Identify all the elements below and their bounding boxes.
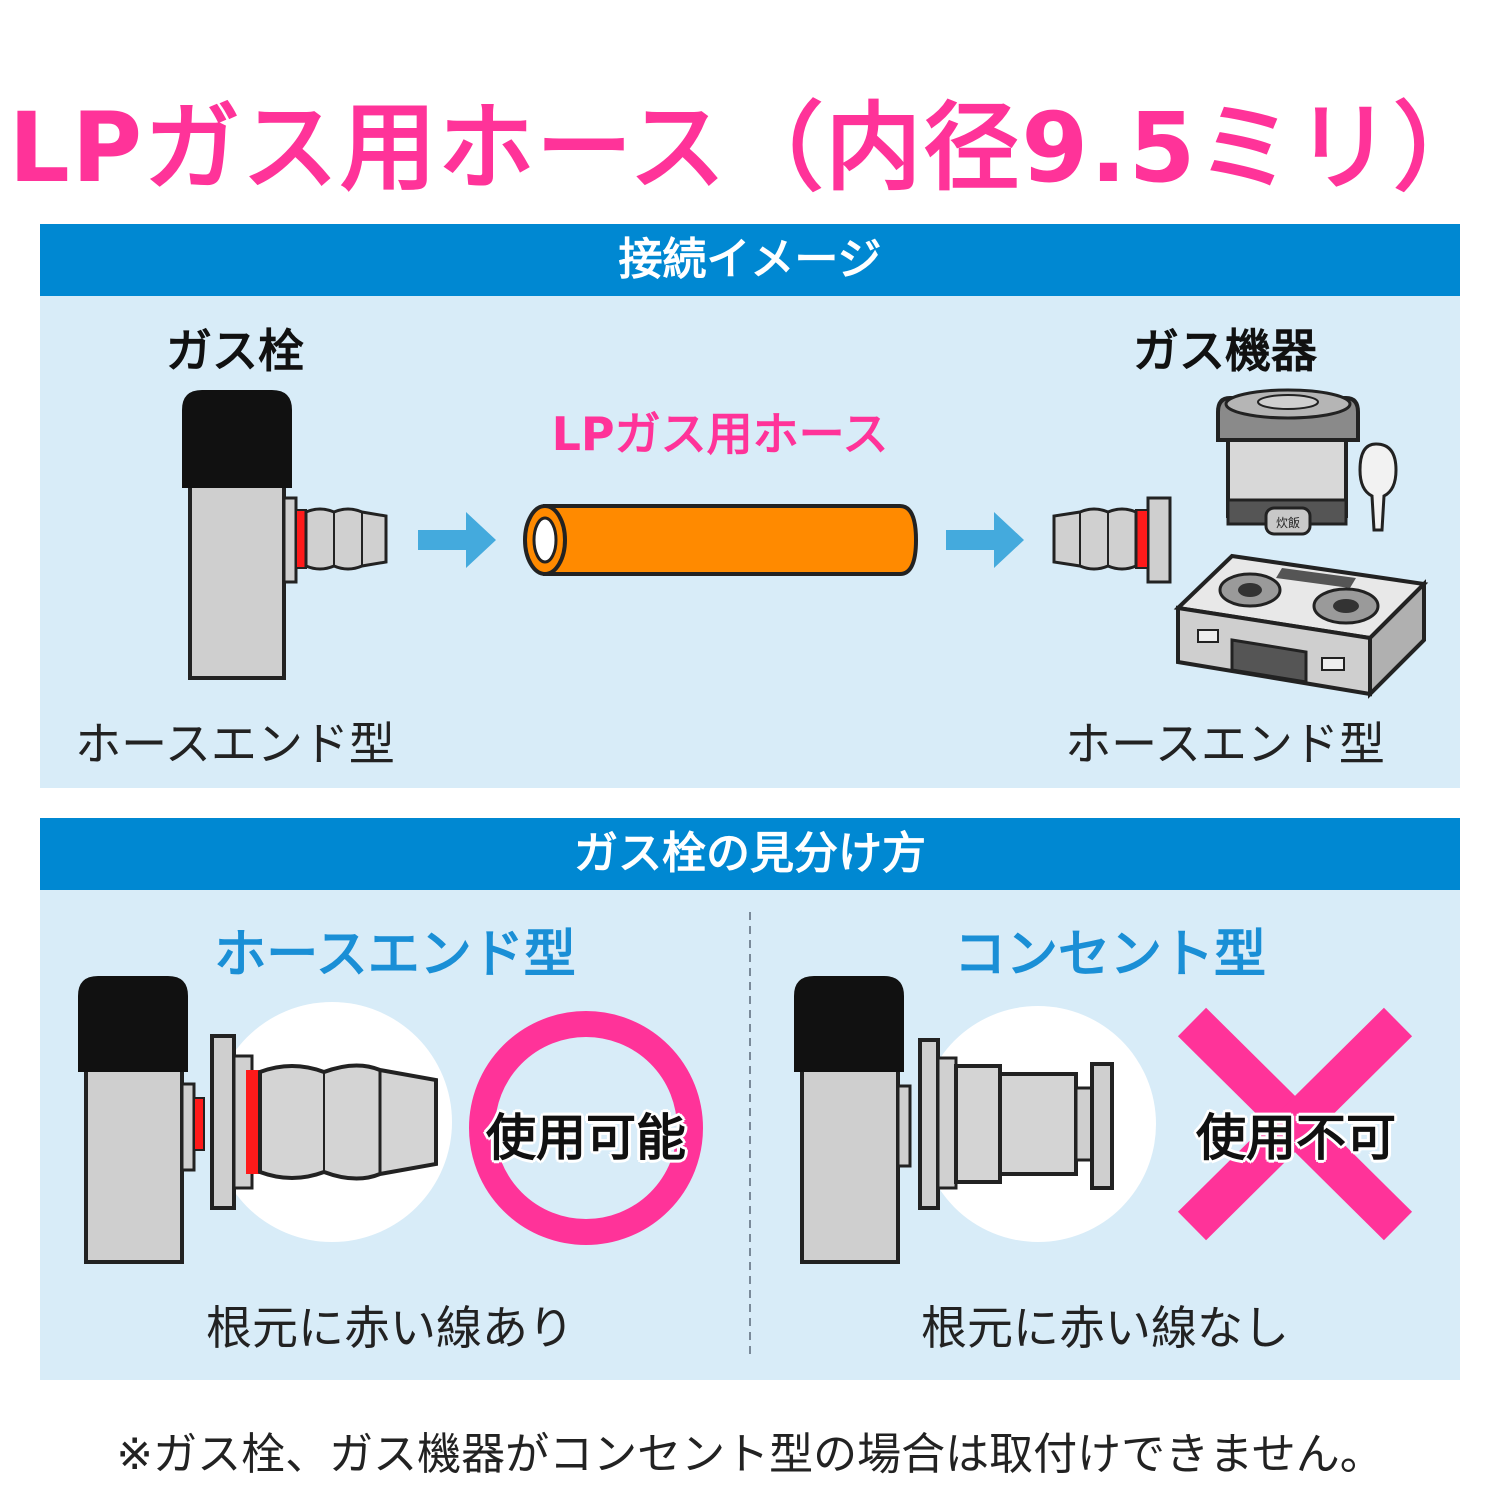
footnote: ※ガス栓、ガス機器がコンセント型の場合は取付けできません。 <box>116 1429 1384 1480</box>
gas-device-label: ガス機器 <box>1133 324 1317 378</box>
unusable-label: 使用不可 <box>1196 1109 1396 1167</box>
outlet-type-title: コンセント型 <box>953 925 1266 985</box>
usable-label: 使用可能 <box>486 1109 686 1167</box>
hose-end-type-title: ホースエンド型 <box>214 925 576 985</box>
right-caption: 根元に赤い線なし <box>921 1301 1289 1355</box>
valve-type-label: ホースエンド型 <box>75 717 395 771</box>
device-type-label: ホースエンド型 <box>1065 717 1385 771</box>
identify-header: ガス栓の見分け方 <box>40 818 1460 890</box>
hose-label: LPガス用ホース <box>551 407 889 461</box>
page-title: LPガス用ホース（内径9.5ミリ） <box>8 92 1492 204</box>
connection-header: 接続イメージ <box>40 224 1460 296</box>
gas-valve-label: ガス栓 <box>166 324 304 378</box>
left-caption: 根元に赤い線あり <box>206 1301 574 1355</box>
rice-cooker-badge: 炊飯 <box>1276 515 1300 530</box>
